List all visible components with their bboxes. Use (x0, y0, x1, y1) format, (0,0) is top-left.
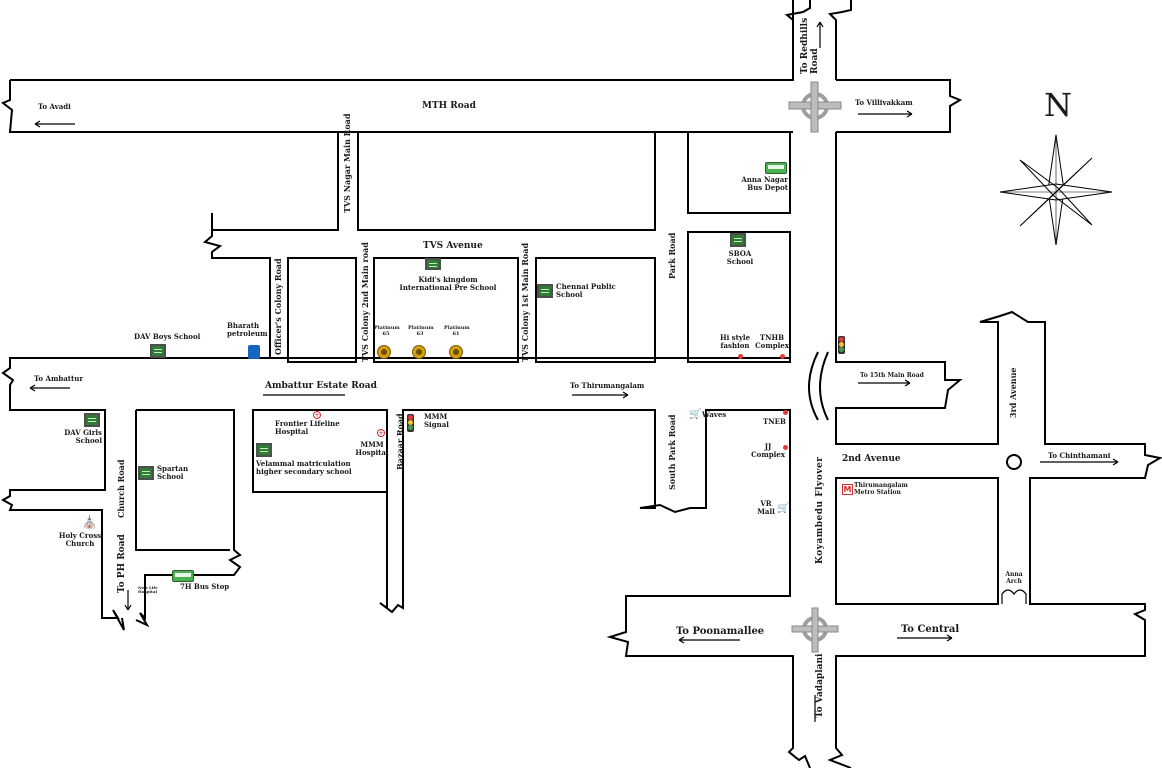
tnhb-label: TNHB Complex (755, 333, 789, 350)
to-chinthamani-label: To Chinthamani (1048, 451, 1111, 460)
spartan-icon (138, 466, 154, 480)
to-central-label: To Central (901, 624, 960, 635)
sboa-school-icon (730, 233, 746, 247)
chennai-public-icon (537, 284, 553, 298)
platinum-63-icon (412, 345, 426, 359)
church-road-label: Church Road (116, 459, 126, 518)
interchange-icon-bottom (791, 607, 839, 653)
mth-road-left-break (1, 80, 793, 133)
fuel-pump-icon (248, 345, 260, 359)
to-redhills-label: To Redhills Road (800, 17, 820, 74)
to-15th-main-label: To 15th Main Road (860, 372, 924, 379)
vr-mall-label: VR Mall (757, 499, 775, 516)
mth-road-label: MTH Road (422, 101, 476, 111)
bus-stop-icon (172, 570, 194, 582)
tnhb-marker-icon (780, 354, 785, 359)
bus-stop-7h-label: 7H Bus Stop (180, 582, 230, 591)
chennai-public-label: Chennai Public School (556, 282, 616, 299)
to-ambattur-label: To Ambattur (34, 374, 84, 383)
tneb-label: TNEB (763, 417, 786, 426)
bharath-petroleum-label: Bharath petroleum (227, 321, 268, 338)
frontier-label: Frontier Lifeline Hospital (275, 419, 340, 436)
velammal-icon (256, 443, 272, 457)
platinum-63-label: Platinum 63 (408, 325, 434, 337)
sboa-school-label: SBOA School (726, 249, 754, 266)
to-thirumangalam-label: To Thirumangalam (570, 381, 645, 390)
platinum-61-label: Platinum 61 (444, 325, 470, 337)
to-avadi-label: To Avadi (38, 102, 71, 111)
officers-colony-label: Officer's Colony Road (273, 258, 283, 355)
to-villivakkam-label: To Villivakkam (855, 98, 913, 107)
spartan-label: Spartan School (157, 464, 189, 481)
jj-complex-marker-icon (783, 445, 788, 450)
flyover-traffic-light-icon (838, 336, 845, 354)
mmm-hospital-icon: + (377, 429, 385, 437)
to-poonamallee-label: To Poonamallee (676, 626, 765, 637)
block-tvs-nagar (357, 131, 656, 231)
dav-boys-label: DAV Boys School (134, 332, 201, 341)
velammal-label: Velammal matriculation higher secondary … (256, 459, 352, 476)
metro-icon: M (842, 484, 853, 495)
frontier-hospital-icon: + (313, 411, 321, 419)
platinum-61-icon (449, 345, 463, 359)
second-avenue-label: 2nd Avenue (842, 454, 901, 464)
jj-complex-label: JJ Complex (751, 442, 785, 459)
kidis-kingdom-icon (425, 258, 441, 270)
anna-arch-label: Anna Arch (1005, 571, 1023, 585)
north-label: N (1044, 86, 1072, 124)
hi-style-label: Hi style fashion (719, 333, 751, 350)
platinum-65-icon (377, 345, 391, 359)
waves-label: Waves (702, 410, 727, 419)
mmm-hospital-label: MMM Hospital (355, 440, 389, 457)
tvs-colony-1st-label: TVS Colony 1st Main Road (520, 242, 530, 362)
to-vadaplani-label: To Vadaplani (815, 653, 825, 718)
tvs-colony-2nd-label: TVS Colony 2nd Main road (360, 242, 370, 362)
mth-road-top-edge (10, 0, 794, 81)
metro-label: Thirumangalam Metro Station (854, 482, 908, 496)
kidis-kingdom-label: Kidi's kingdom International Pre School (399, 275, 497, 292)
mmm-signal-label: MMM Signal (424, 412, 449, 429)
tvs-avenue-label: TVS Avenue (423, 241, 483, 251)
waves-cart-icon: 🛒 (689, 409, 702, 420)
south-park-road-label: South Park Road (667, 414, 677, 490)
new-life-label: New Life Hospital (138, 585, 158, 595)
dav-boys-icon (150, 344, 166, 358)
tneb-marker-icon (783, 410, 788, 415)
interchange-icon-top (788, 81, 842, 133)
dav-girls-label: DAV Girls School (64, 428, 102, 445)
to-ph-road-label: To PH Road (117, 534, 127, 593)
anna-nagar-depot-label: Anna Nagar Bus Depot (741, 175, 788, 192)
vr-mall-cart-icon: 🛒 (777, 503, 790, 514)
third-avenue-label: 3rd Avenue (1008, 367, 1018, 418)
ambattur-estate-label: Ambattur Estate Road (265, 381, 377, 391)
platinum-65-label: Platinum 65 (374, 325, 400, 337)
park-road-label: Park Road (667, 232, 677, 279)
mmm-traffic-light-icon (407, 414, 414, 432)
holy-cross-label: Holy Cross Church (58, 531, 102, 548)
hi-style-marker-icon (738, 354, 743, 359)
koyambedu-flyover-label: Koyambedu Flyover (815, 456, 825, 564)
compass-rose-icon (999, 134, 1113, 246)
block-depot (687, 131, 791, 214)
bus-depot-icon (765, 162, 787, 174)
bazaar-road-label: Bazaar Road (395, 413, 405, 470)
church-icon: ⛪ (82, 515, 97, 529)
tvs-nagar-main-label: TVS Nagar Main Road (342, 113, 352, 213)
dav-girls-icon (84, 413, 100, 427)
